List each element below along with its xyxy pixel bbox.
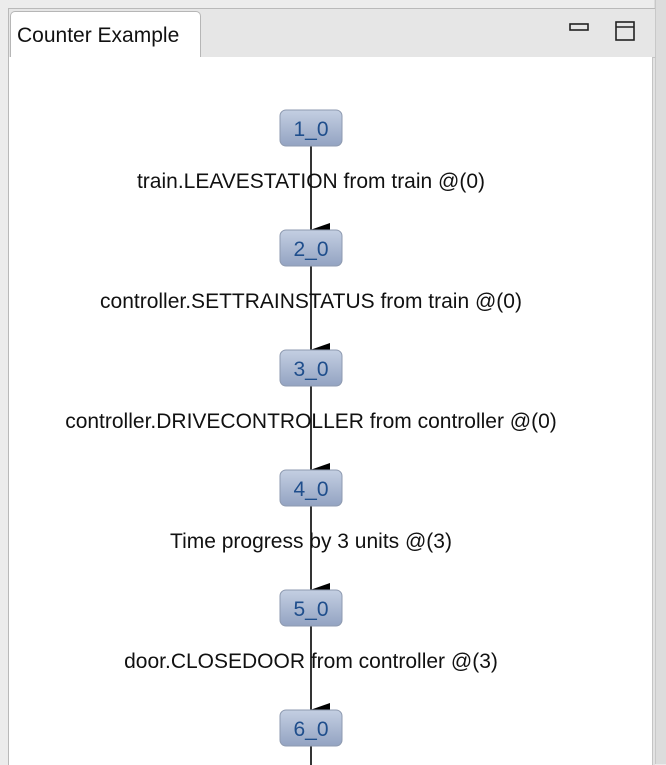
transition-label: train.LEAVESTATION from train @(0) [137,170,485,193]
view-tab-bar: Counter Example [9,9,655,58]
state-node-label: 3_0 [293,358,328,381]
adjacent-pane-edge [654,0,666,764]
state-node-4_0[interactable]: 4_0 [279,469,343,507]
transition-label: controller.DRIVECONTROLLER from controll… [65,410,557,433]
state-node-label: 5_0 [293,598,328,621]
graph-panel: train.LEAVESTATION from train @(0) contro… [9,57,653,765]
state-graph: train.LEAVESTATION from train @(0) contro… [65,109,557,765]
state-node-box[interactable] [279,469,343,507]
state-node-label: 4_0 [293,478,328,501]
state-node-5_0[interactable]: 5_0 [279,589,343,627]
transition-label: Time progress by 3 units @(3) [170,530,452,553]
transition-label: door.CLOSEDOOR from controller @(3) [124,650,498,673]
tab-label: Counter Example [17,24,180,47]
state-node-label: 1_0 [293,118,328,141]
state-node-box[interactable] [279,589,343,627]
maximize-icon[interactable] [613,19,637,43]
minimize-icon[interactable] [567,19,591,43]
state-node-box[interactable] [279,709,343,747]
state-node-3_0[interactable]: 3_0 [279,349,343,387]
state-node-6_0[interactable]: 6_0 [279,709,343,747]
counter-example-view: Counter Example trai [8,8,655,765]
state-node-box[interactable] [279,229,343,267]
state-node-1_0[interactable]: 1_0 [279,109,343,147]
transition-label: controller.SETTRAINSTATUS from train @(0… [100,290,522,313]
tab-counter-example[interactable]: Counter Example [10,11,201,57]
state-node-label: 2_0 [293,238,328,261]
state-node-box[interactable] [279,109,343,147]
state-node-box[interactable] [279,349,343,387]
state-node-2_0[interactable]: 2_0 [279,229,343,267]
state-node-label: 6_0 [293,718,328,741]
